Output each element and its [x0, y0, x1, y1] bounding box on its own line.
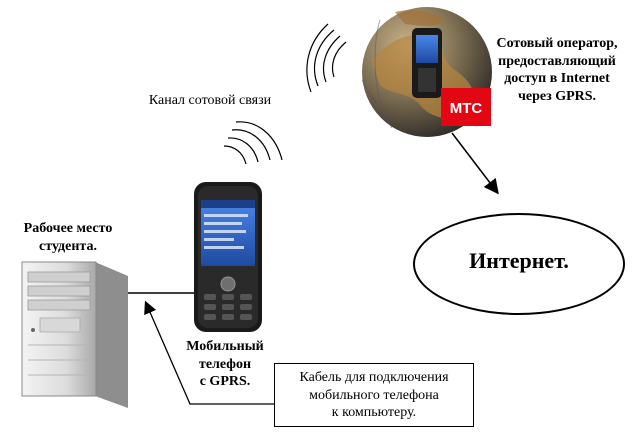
mobile-phone-icon: [194, 182, 262, 332]
operator-phone-icon: [412, 28, 442, 98]
mts-logo: МТС: [441, 88, 491, 126]
operator-label-line: доступ в Internet: [504, 71, 610, 86]
operator-label-line: через GPRS.: [517, 88, 597, 104]
internet-ellipse: [413, 213, 625, 315]
workplace-label-line: студента.: [39, 238, 97, 254]
workplace-label-line: Рабочее место: [23, 221, 113, 236]
phone-label-line: Мобильный: [186, 339, 264, 354]
channel-label: Канал сотовой связи: [148, 93, 272, 108]
cable-label: Кабель для подключения мобильного телефо…: [275, 369, 473, 422]
radio-waves-phone: [223, 121, 283, 165]
desktop-pc-icon: [21, 261, 128, 408]
mts-logo-text: МТС: [450, 100, 483, 117]
phone-label-line: с GPRS.: [199, 374, 251, 389]
cable-label-box: Кабель для подключения мобильного телефо…: [274, 363, 474, 427]
phone-label-line: телефон: [198, 356, 252, 372]
phone-label: Мобильный телефон с GPRS.: [170, 338, 280, 391]
cable-label-line: к компьютеру.: [331, 405, 417, 420]
cable-label-line: мобильного телефона: [309, 387, 439, 403]
radio-waves-operator: [306, 23, 347, 93]
cable-pointer-arrow: [144, 300, 274, 405]
cable-label-line: Кабель для подключения: [299, 370, 449, 385]
arrow-operator-to-internet: [451, 132, 499, 195]
workplace-label: Рабочее место студента.: [2, 220, 134, 255]
operator-label-line: Сотовый оператор,: [496, 36, 618, 51]
operator-label: Сотовый оператор, предоставляющий доступ…: [478, 35, 635, 105]
internet-label: Интернет.: [469, 248, 569, 273]
operator-label-line: предоставляющий: [498, 53, 616, 69]
